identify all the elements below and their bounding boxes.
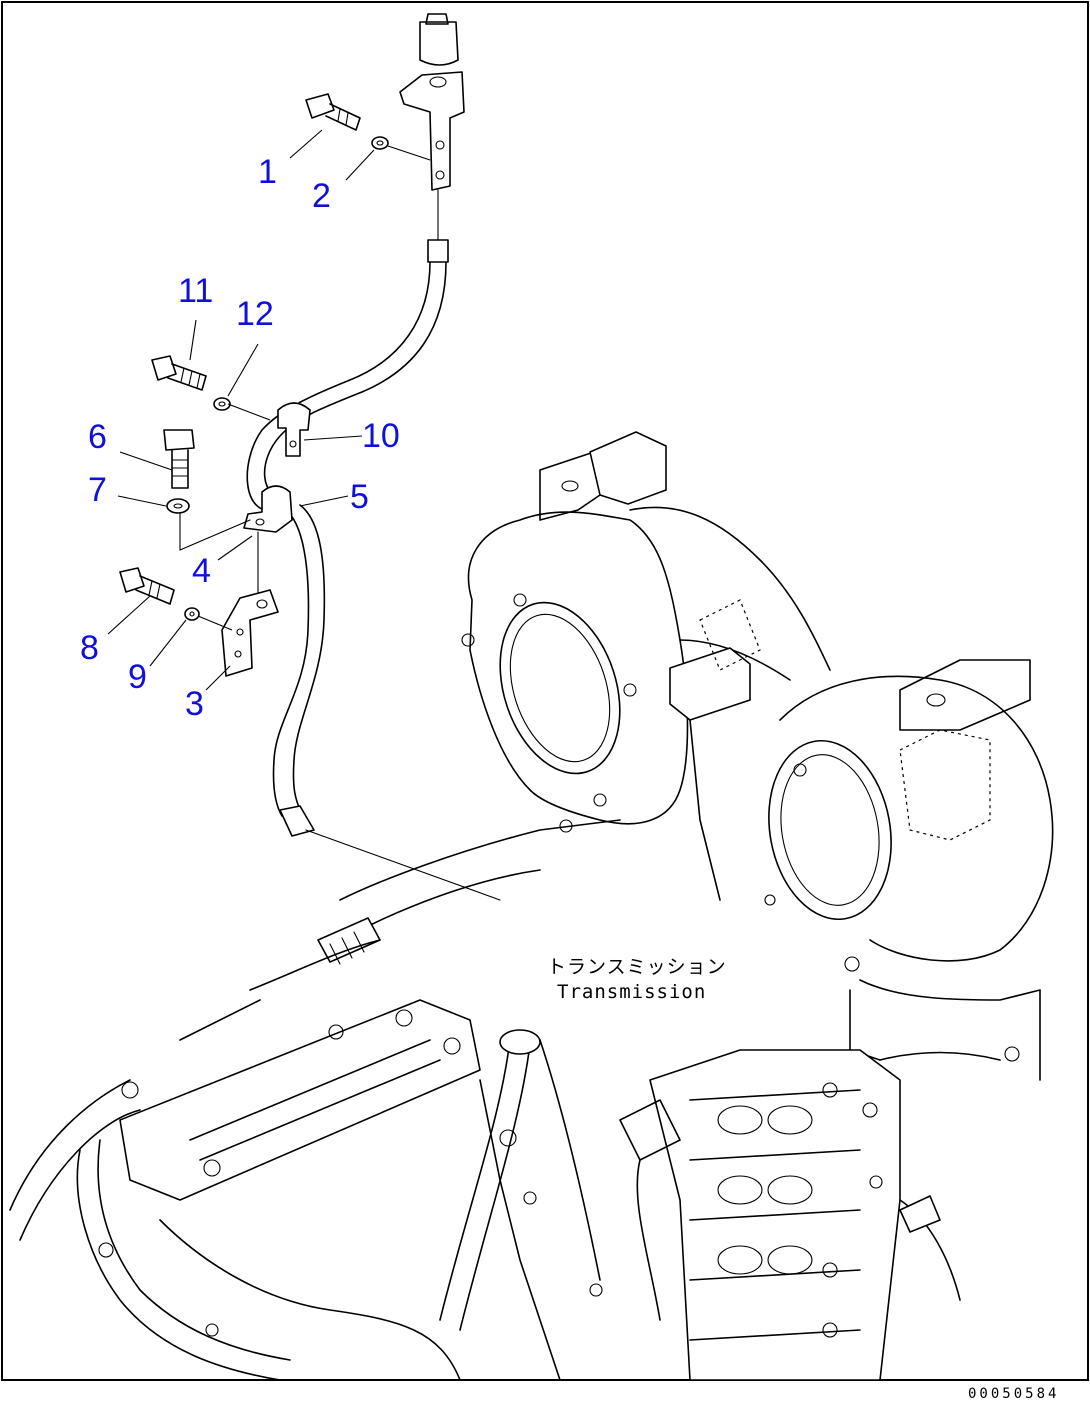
part-1-bolt xyxy=(305,93,361,131)
callout-4: 4 xyxy=(192,552,211,590)
part-10-clip xyxy=(277,402,311,457)
part-4-clamp xyxy=(243,485,293,599)
caption-japanese: トランスミッション xyxy=(547,956,727,978)
callout-9: 9 xyxy=(128,658,147,696)
part-11-bolt xyxy=(151,355,207,391)
part-12-washer xyxy=(213,397,231,411)
caption-english: Transmission xyxy=(557,981,706,1003)
callout-11: 11 xyxy=(178,272,213,310)
callout-6: 6 xyxy=(88,418,107,456)
transmission-housing xyxy=(461,431,1054,1081)
callout-12: 12 xyxy=(236,295,274,333)
engine-assembly xyxy=(9,819,1020,1381)
callout-8: 8 xyxy=(80,629,99,667)
part-6-bolt xyxy=(163,429,195,489)
part-9-washer xyxy=(184,607,200,621)
wiring-harness xyxy=(246,189,501,901)
part-8-bolt xyxy=(119,567,175,605)
callout-2: 2 xyxy=(312,177,331,215)
part-2-washer xyxy=(371,136,389,150)
transmission-caption: トランスミッション Transmission xyxy=(544,952,727,1004)
part-3-bracket xyxy=(221,589,279,677)
leader-lines xyxy=(107,129,431,691)
bracket-upper xyxy=(399,71,465,191)
callout-1: 1 xyxy=(258,153,277,191)
part-7-washer xyxy=(166,498,251,551)
drawing-number: 00050584 xyxy=(968,1386,1059,1402)
callout-labels: 1 2 3 4 5 6 7 8 9 10 11 12 xyxy=(80,153,400,723)
callout-10: 10 xyxy=(362,417,400,455)
callout-5: 5 xyxy=(350,478,369,516)
callout-3: 3 xyxy=(185,685,204,723)
top-cap xyxy=(419,13,459,66)
callout-7: 7 xyxy=(88,471,107,509)
